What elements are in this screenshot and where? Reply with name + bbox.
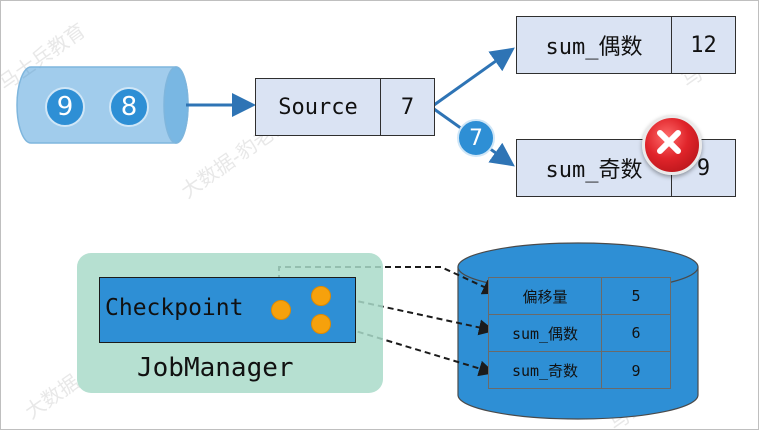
- state-key: sum_奇数: [489, 352, 602, 389]
- stream-event-ball: 9: [45, 87, 85, 127]
- dashed-link-even: [328, 294, 495, 336]
- odd-sum-node: sum_奇数 9: [516, 139, 736, 197]
- checkpoint-source-dot: [271, 300, 291, 320]
- source-node: Source 7: [255, 78, 435, 136]
- dashed-link-odd: [328, 322, 495, 377]
- table-row: 偏移量 5: [489, 278, 670, 315]
- even-sum-node: sum_偶数 12: [516, 16, 736, 74]
- state-key: sum_偶数: [489, 315, 602, 351]
- checkpoint-label: Checkpoint: [105, 295, 244, 321]
- jobmanager-label: JobManager: [137, 353, 294, 383]
- routed-event-ball: 7: [457, 119, 495, 157]
- error-x-icon: [642, 115, 702, 175]
- checkpoint-state-dot: [311, 314, 331, 334]
- state-table: 偏移量 5 sum_偶数 6 sum_奇数 9: [488, 277, 671, 389]
- checkpoint-state-dot: [311, 286, 331, 306]
- odd-sum-label: sum_奇数: [545, 158, 643, 183]
- stream-event-ball: 8: [109, 87, 149, 127]
- state-value: 9: [631, 361, 641, 380]
- even-sum-label: sum_偶数: [545, 35, 643, 60]
- even-sum-value: 12: [671, 17, 735, 73]
- source-label: Source: [278, 94, 358, 120]
- state-key: 偏移量: [489, 278, 602, 314]
- stream-pipe: [16, 66, 189, 144]
- arrow-to-even-sum: [433, 47, 515, 107]
- table-row: sum_偶数 6: [489, 315, 670, 352]
- state-value: 6: [631, 324, 641, 342]
- table-row: sum_奇数 9: [489, 352, 670, 389]
- state-value: 5: [631, 287, 641, 305]
- source-value: 7: [380, 79, 434, 135]
